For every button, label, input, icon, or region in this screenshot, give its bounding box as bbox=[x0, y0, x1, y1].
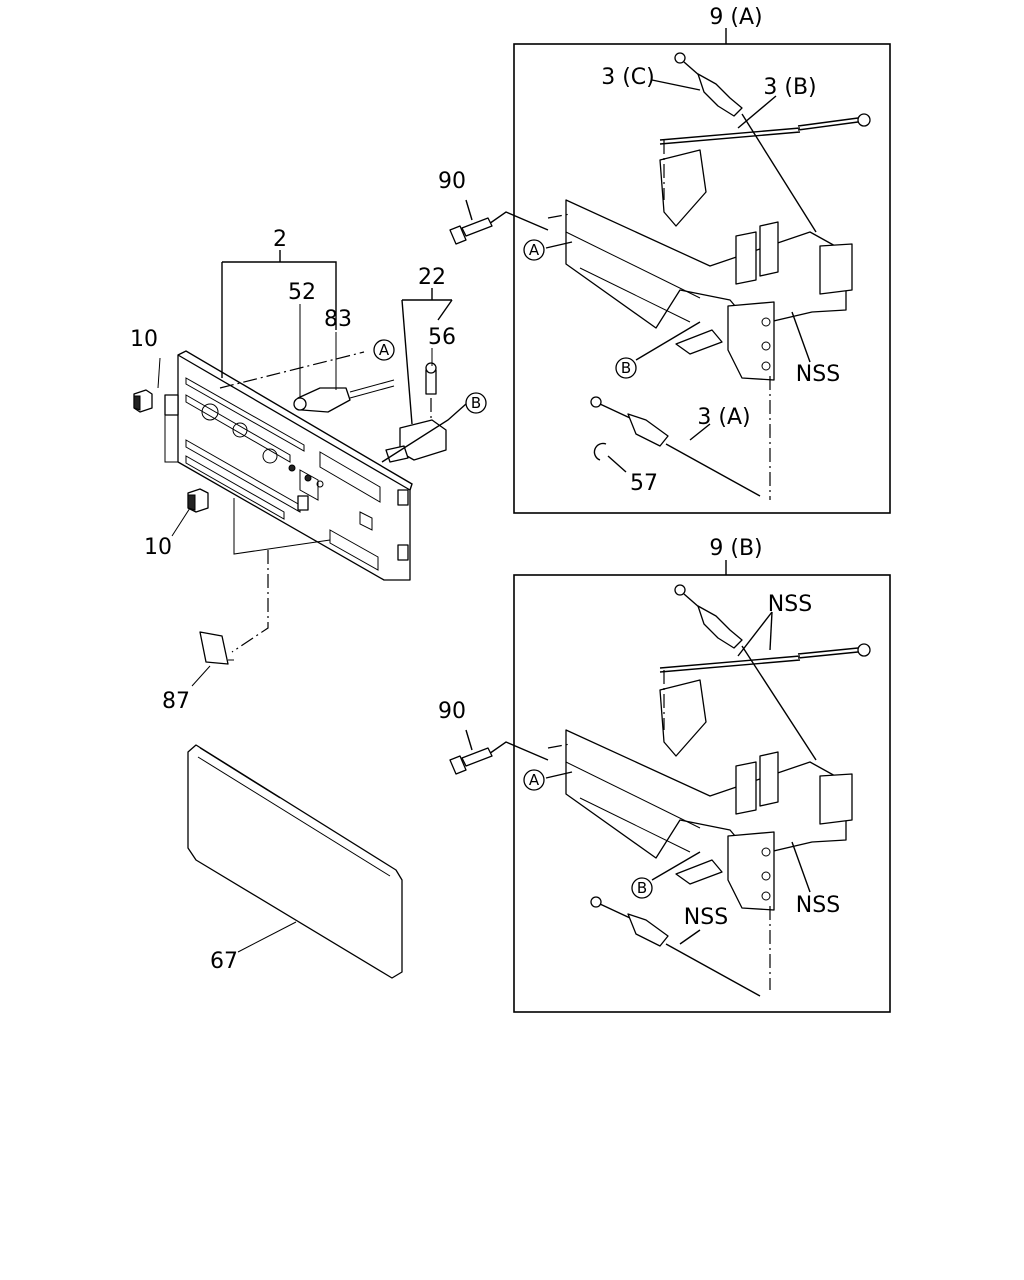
clip-bottom bbox=[187, 488, 209, 513]
label-2: 2 bbox=[273, 227, 287, 252]
marker-a-box-a: A bbox=[523, 239, 545, 261]
label-9b: 9 (B) bbox=[709, 536, 762, 561]
marker-b-left: B bbox=[465, 392, 487, 414]
label-10-bottom: 10 bbox=[144, 535, 172, 560]
marker-a-left: A bbox=[373, 339, 395, 361]
group-box-9b bbox=[513, 574, 891, 1013]
cap-87 bbox=[199, 631, 234, 665]
svg-text:B: B bbox=[471, 394, 481, 412]
label-57: 57 bbox=[630, 471, 658, 496]
label-3c: 3 (C) bbox=[601, 65, 655, 90]
group-box-9a bbox=[513, 43, 891, 514]
svg-text:B: B bbox=[621, 359, 631, 377]
bolt-90-a bbox=[449, 217, 493, 245]
marker-a-box-b: A bbox=[523, 769, 545, 791]
label-90-a: 90 bbox=[438, 169, 466, 194]
label-nss-a-right: NSS bbox=[796, 362, 840, 387]
switch-assembly bbox=[385, 362, 447, 463]
heater-control-mechanism-a bbox=[565, 52, 871, 497]
label-52: 52 bbox=[288, 280, 316, 305]
marker-b-box-a: B bbox=[615, 357, 637, 379]
svg-text:A: A bbox=[379, 341, 390, 359]
bolt-90-b bbox=[449, 747, 493, 775]
label-90-b: 90 bbox=[438, 699, 466, 724]
label-56: 56 bbox=[428, 325, 456, 350]
lens-plate-67 bbox=[187, 744, 403, 979]
label-83: 83 bbox=[324, 307, 352, 332]
label-3b: 3 (B) bbox=[763, 75, 816, 100]
label-nss-b-cable: NSS bbox=[684, 905, 728, 930]
label-87: 87 bbox=[162, 689, 190, 714]
marker-b-box-b: B bbox=[631, 877, 653, 899]
label-10-top: 10 bbox=[130, 327, 158, 352]
heater-control-mechanism-b bbox=[565, 584, 871, 997]
control-panel-assembly bbox=[164, 350, 413, 581]
label-9a: 9 (A) bbox=[709, 5, 762, 30]
svg-text:B: B bbox=[637, 879, 647, 897]
label-67: 67 bbox=[210, 949, 238, 974]
clip-top bbox=[133, 389, 153, 413]
bulb-socket bbox=[293, 379, 395, 413]
label-nss-b-top: NSS bbox=[768, 592, 812, 617]
label-nss-b-right: NSS bbox=[796, 893, 840, 918]
svg-text:A: A bbox=[529, 241, 540, 259]
label-3a: 3 (A) bbox=[697, 405, 750, 430]
label-22: 22 bbox=[418, 265, 446, 290]
svg-text:A: A bbox=[529, 771, 540, 789]
